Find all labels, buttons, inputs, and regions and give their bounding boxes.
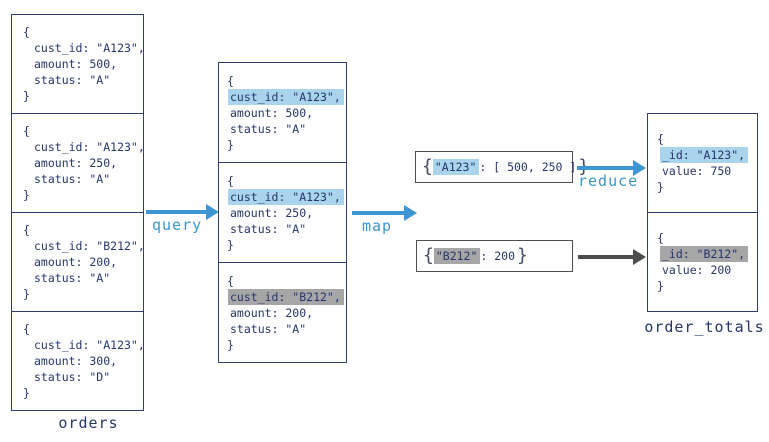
- doc-close-brace: }: [23, 89, 30, 103]
- orders-collection-box: { cust_id: "A123", amount: 500, status: …: [11, 14, 145, 411]
- query-result-box: { cust_id: "A123", amount: 500, status: …: [218, 62, 347, 363]
- doc-field-status: status: "A": [230, 121, 307, 136]
- order-totals-label: order_totals: [644, 318, 765, 336]
- doc-open-brace: {: [227, 273, 234, 288]
- filtered-doc-3: { cust_id: "B212", amount: 200, status: …: [219, 262, 346, 362]
- map-pair: "B212": 200: [433, 248, 516, 264]
- doc-field-value: value: 200: [662, 263, 732, 277]
- map-arrow-label: map: [362, 217, 393, 235]
- doc-open-brace: {: [23, 322, 30, 336]
- doc-field-status: status: "A": [230, 321, 307, 336]
- doc-field-amount: amount: 200,: [34, 255, 118, 269]
- doc-field-status: status: "A": [34, 73, 111, 87]
- open-brace: {: [423, 245, 434, 266]
- doc-field-status: status: "A": [230, 221, 307, 236]
- reduce-arrowhead-icon: [633, 160, 646, 176]
- doc-close-brace: }: [23, 386, 30, 400]
- doc-open-brace: {: [657, 132, 664, 146]
- doc-open-brace: {: [23, 25, 30, 39]
- orders-collection-label: orders: [58, 414, 119, 432]
- doc-field-cust-id: cust_id: "A123",: [219, 88, 346, 105]
- orders-doc-1: { cust_id: "A123", amount: 500, status: …: [12, 15, 145, 113]
- map-arrow: [352, 205, 417, 221]
- doc-field-amount: amount: 250,: [230, 205, 314, 220]
- passthrough-arrowhead-icon: [633, 249, 646, 265]
- filtered-doc-1: { cust_id: "A123", amount: 500, status: …: [219, 63, 346, 162]
- doc-close-brace: }: [23, 287, 30, 301]
- doc-field-cust-id: cust_id: "A123",: [219, 188, 346, 205]
- doc-close-brace: }: [657, 180, 664, 194]
- doc-field-cust-id: cust_id: "A123",: [34, 41, 145, 55]
- highlighted-key: cust_id: "A123",: [228, 88, 344, 105]
- doc-open-brace: {: [227, 73, 234, 88]
- doc-open-brace: {: [23, 223, 30, 237]
- reduce-arrow: [577, 160, 646, 176]
- close-brace: }: [517, 245, 528, 266]
- doc-field-amount: amount: 200,: [230, 305, 314, 320]
- highlighted-key: _id: "A123",: [660, 147, 749, 163]
- query-arrow-label: query: [152, 216, 203, 234]
- totals-doc-2: { _id: "B212", value: 200 }: [648, 212, 757, 311]
- doc-field-cust-id: cust_id: "A123",: [34, 140, 145, 154]
- map-values: : 200: [480, 249, 516, 263]
- doc-open-brace: {: [23, 124, 30, 138]
- map-key-highlight: "A123": [432, 159, 480, 175]
- map-key-highlight: "B212": [433, 248, 481, 264]
- doc-field-id: _id: "B212",: [648, 246, 757, 262]
- doc-field-cust-id: cust_id: "A123",: [34, 338, 145, 352]
- doc-field-cust-id: cust_id: "B212",: [34, 239, 145, 253]
- totals-doc-1: { _id: "A123", value: 750 }: [648, 114, 757, 212]
- doc-field-value: value: 750: [662, 164, 732, 178]
- doc-field-amount: amount: 500,: [230, 105, 314, 120]
- map-output-a123: { "A123": [ 500, 250 ] }: [415, 151, 589, 183]
- doc-close-brace: }: [657, 279, 664, 293]
- query-arrow: [146, 204, 219, 220]
- orders-doc-4: { cust_id: "A123", amount: 300, status: …: [12, 311, 145, 410]
- open-brace: {: [422, 156, 433, 177]
- orders-doc-2: { cust_id: "A123", amount: 250, status: …: [12, 113, 145, 212]
- highlighted-key: _id: "B212",: [660, 246, 749, 262]
- orders-doc-3: { cust_id: "B212", amount: 200, status: …: [12, 212, 145, 311]
- doc-field-id: _id: "A123",: [648, 147, 757, 163]
- passthrough-arrow: [578, 249, 646, 265]
- filtered-doc-2: { cust_id: "A123", amount: 250, status: …: [219, 162, 346, 262]
- doc-open-brace: {: [227, 173, 234, 188]
- doc-field-amount: amount: 300,: [34, 354, 118, 368]
- doc-close-brace: }: [227, 237, 234, 252]
- query-arrowhead-icon: [206, 204, 219, 220]
- highlighted-key: cust_id: "A123",: [228, 188, 344, 205]
- order-totals-box: { _id: "A123", value: 750 } { _id: "B212…: [647, 113, 758, 312]
- doc-open-brace: {: [657, 231, 664, 245]
- highlighted-key: cust_id: "B212",: [228, 288, 344, 305]
- doc-field-cust-id: cust_id: "B212",: [219, 288, 346, 305]
- doc-field-status: status: "A": [34, 172, 111, 186]
- map-values: : [ 500, 250 ]: [479, 160, 577, 174]
- reduce-arrow-label: reduce: [578, 172, 639, 190]
- map-output-b212: { "B212": 200 }: [416, 240, 573, 272]
- doc-field-amount: amount: 250,: [34, 156, 118, 170]
- doc-close-brace: }: [23, 188, 30, 202]
- doc-close-brace: }: [227, 337, 234, 352]
- doc-close-brace: }: [227, 137, 234, 152]
- doc-field-amount: amount: 500,: [34, 57, 118, 71]
- map-arrowhead-icon: [404, 205, 417, 221]
- doc-field-status: status: "D": [34, 370, 111, 384]
- map-pair: "A123": [ 500, 250 ]: [432, 159, 577, 175]
- doc-field-status: status: "A": [34, 271, 111, 285]
